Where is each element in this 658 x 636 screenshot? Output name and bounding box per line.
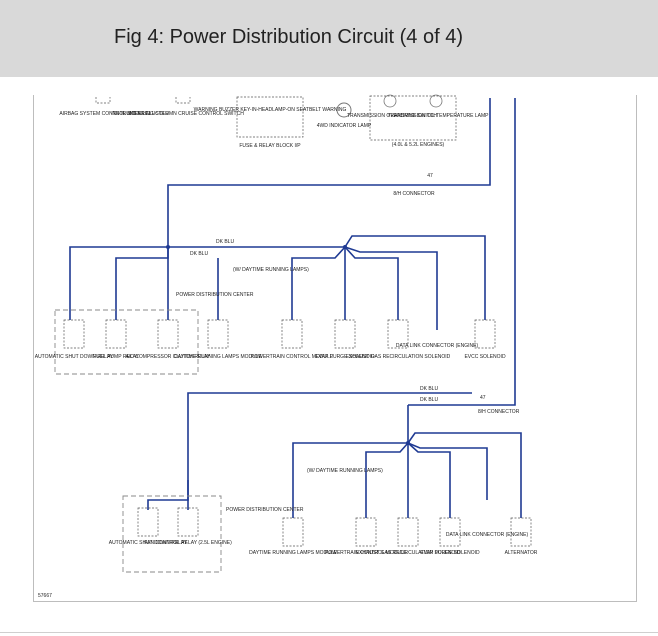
top-component-label: WARNING BUZZER KEY-IN-HEADLAMP-ON SEATBE… <box>194 107 347 113</box>
page-title: Fig 4: Power Distribution Circuit (4 of … <box>114 26 464 48</box>
wire-label: DK BLU <box>216 239 234 245</box>
component-label: EXHAUST GAS RECIRCULATION SOLENOID <box>346 354 451 360</box>
component-label: FUEL PUMP RELAY <box>93 354 139 360</box>
fuse-block-label: FUSE & RELAY BLOCK I/P <box>239 143 301 149</box>
component-label: DATA LINK CONNECTOR (ENGINE) <box>446 532 529 538</box>
pdc-label: POWER DISTRIBUTION CENTER <box>176 292 254 298</box>
pdc-label: POWER DISTRIBUTION CENTER <box>226 507 304 513</box>
component-label: EXHAUST GAS RECIRCULATION SOLENOID <box>356 550 461 556</box>
component-label: AUTOMATIC SHUT DOWN RELAY <box>109 540 188 546</box>
diagram-frame <box>33 95 637 602</box>
top-component-label: TRANSMISSION OIL TEMPERATURE LAMP <box>387 113 489 119</box>
component-label: AUTOMATIC SHUT DOWN RELAY <box>35 354 114 360</box>
wire-label: DK BLU <box>420 397 438 403</box>
component-label: POWERTRAIN CONTROL MODULE <box>251 354 334 360</box>
connector-pin: 47 <box>480 395 486 401</box>
pdc-box <box>122 495 222 573</box>
top-component-label: STEERING COLUMN CRUISE CONTROL SWITCH <box>128 111 244 117</box>
top-components: AIRBAG SYSTEM CONTROL MODULE INSTRUMENT … <box>59 94 516 406</box>
component-label: FAN CONTROL RELAY (2.5L ENGINE) <box>144 540 232 546</box>
component-label: A/C COMPRESSOR CLUTCH RELAY <box>126 354 212 360</box>
section-2: POWER DISTRIBUTION CENTER DK BLU DK BLU … <box>109 386 538 573</box>
wire-label: DK BLU <box>190 251 208 257</box>
top-component-label: INSTRUMENT CLUSTER <box>111 111 169 117</box>
figure-id: 57667 <box>38 593 52 599</box>
connector-label: 8/H CONNECTOR <box>478 409 520 415</box>
component-label: ALTERNATOR <box>505 550 538 556</box>
component-label: DAYTIME RUNNING LAMPS MODULE <box>174 354 262 360</box>
divider <box>0 632 658 633</box>
component-label: EVCC SOLENOID <box>464 354 506 360</box>
header-bar: Fig 4: Power Distribution Circuit (4 of … <box>0 0 658 77</box>
top-component-label: AIRBAG SYSTEM CONTROL MODULE <box>59 111 149 117</box>
wire-label: DK BLU <box>420 386 438 392</box>
pdc-box <box>54 309 199 375</box>
component-label: POWERTRAIN CONTROL MODULE <box>325 550 408 556</box>
connector-pin: 47 <box>427 173 433 179</box>
component-label: EVAP PURGE SOLENOID <box>420 550 480 556</box>
component-label: DAYTIME RUNNING LAMPS MODULE <box>249 550 337 556</box>
component-label: EVAP PURGE SOLENOID <box>315 354 375 360</box>
top-component-label: TRANSMISSION OVERDRIVE SWITCH <box>347 113 437 119</box>
engine-note: (4.0L & 5.2L ENGINES) <box>392 142 445 148</box>
top-component-label: 4WD INDICATOR LAMP <box>317 123 372 129</box>
component-label: DATA LINK CONNECTOR (ENGINE) <box>396 343 479 349</box>
section-1: POWER DISTRIBUTION CENTER DK BLU DK BLU … <box>35 235 506 375</box>
connector-label: 8/H CONNECTOR <box>393 191 435 197</box>
drl-note: (W/ DAYTIME RUNNING LAMPS) <box>307 468 383 474</box>
drl-note: (W/ DAYTIME RUNNING LAMPS) <box>233 267 309 273</box>
